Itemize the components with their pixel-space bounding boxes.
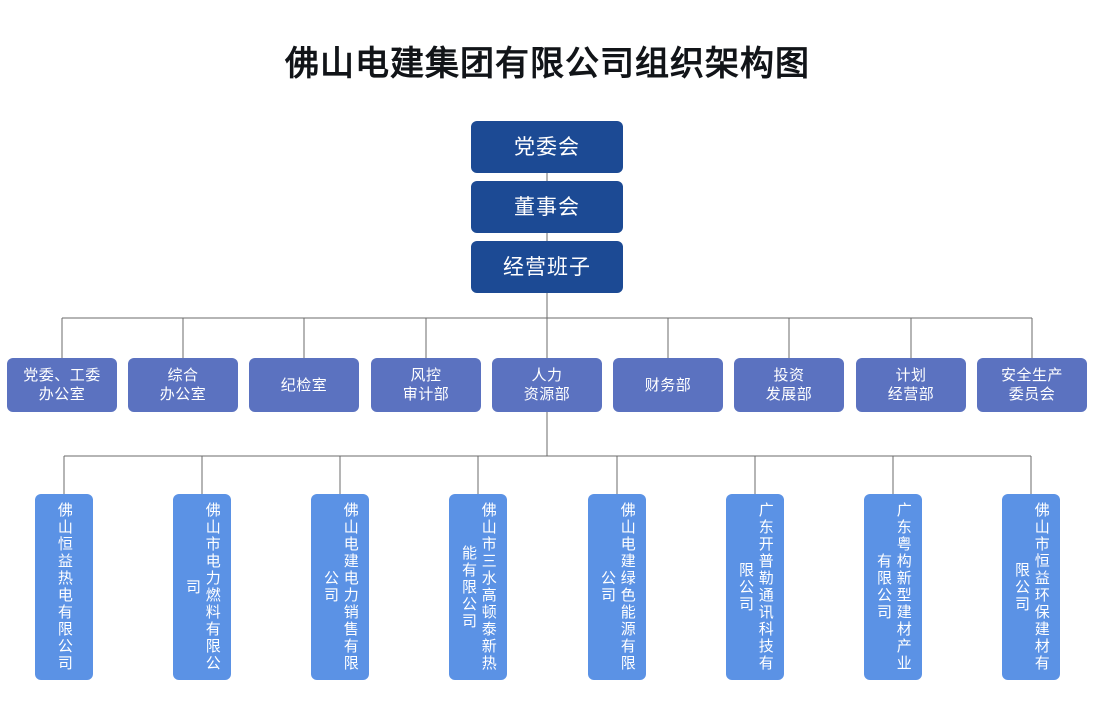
- node-party-committee[interactable]: 党委会: [471, 121, 623, 173]
- node-label: 计划 经营部: [887, 366, 935, 403]
- node-label: 党委会: [514, 134, 580, 159]
- node-label: 佛山恒益热电有限公司: [55, 502, 74, 672]
- node-label: 佛山市电力燃料有限公司: [184, 502, 222, 672]
- node-subsidiary-hengyi-eco-building-materials[interactable]: 佛山市恒益环保建材有限公司: [1002, 494, 1060, 680]
- node-label: 董事会: [514, 194, 580, 219]
- node-label: 佛山市恒益环保建材有限公司: [1013, 502, 1051, 672]
- node-dept-finance[interactable]: 财务部: [613, 358, 723, 412]
- node-label: 广东开普勒通讯科技有限公司: [737, 502, 775, 672]
- node-dept-planning-operations[interactable]: 计划 经营部: [856, 358, 966, 412]
- node-label: 风控 审计部: [402, 366, 450, 403]
- node-label: 人力 资源部: [523, 366, 571, 403]
- node-management-team[interactable]: 经营班子: [471, 241, 623, 293]
- node-board-of-directors[interactable]: 董事会: [471, 181, 623, 233]
- node-subsidiary-electric-power-fuel[interactable]: 佛山市电力燃料有限公司: [173, 494, 231, 680]
- node-label: 经营班子: [503, 254, 591, 279]
- node-dept-human-resources[interactable]: 人力 资源部: [492, 358, 602, 412]
- node-label: 财务部: [644, 375, 692, 394]
- node-subsidiary-green-energy[interactable]: 佛山电建绿色能源有限公司: [588, 494, 646, 680]
- node-label: 佛山市三水高顿泰新热能有限公司: [460, 502, 498, 672]
- node-label: 佛山电建电力销售有限公司: [322, 502, 360, 672]
- node-dept-discipline-inspection[interactable]: 纪检室: [249, 358, 359, 412]
- page-title: 佛山电建集团有限公司组织架构图: [285, 44, 810, 84]
- node-label: 佛山电建绿色能源有限公司: [599, 502, 637, 672]
- node-subsidiary-kepler-communications-tech[interactable]: 广东开普勒通讯科技有限公司: [726, 494, 784, 680]
- node-dept-general-office[interactable]: 综合 办公室: [128, 358, 238, 412]
- node-label: 广东粤构新型建材产业有限公司: [875, 502, 913, 672]
- node-dept-safety-production-committee[interactable]: 安全生产 委员会: [977, 358, 1087, 412]
- node-label: 投资 发展部: [765, 366, 813, 403]
- node-subsidiary-hengyi-thermal-power[interactable]: 佛山恒益热电有限公司: [35, 494, 93, 680]
- node-subsidiary-power-sales[interactable]: 佛山电建电力销售有限公司: [311, 494, 369, 680]
- node-dept-party-union-office[interactable]: 党委、工委 办公室: [7, 358, 117, 412]
- node-subsidiary-yuegou-new-building-materials[interactable]: 广东粤构新型建材产业有限公司: [864, 494, 922, 680]
- node-label: 综合 办公室: [159, 366, 207, 403]
- node-label: 安全生产 委员会: [1000, 366, 1063, 403]
- node-label: 纪检室: [280, 375, 328, 394]
- node-dept-investment-development[interactable]: 投资 发展部: [734, 358, 844, 412]
- node-label: 党委、工委 办公室: [23, 366, 101, 403]
- node-dept-risk-audit[interactable]: 风控 审计部: [371, 358, 481, 412]
- node-subsidiary-sanshui-gaodun-tai-new-energy[interactable]: 佛山市三水高顿泰新热能有限公司: [449, 494, 507, 680]
